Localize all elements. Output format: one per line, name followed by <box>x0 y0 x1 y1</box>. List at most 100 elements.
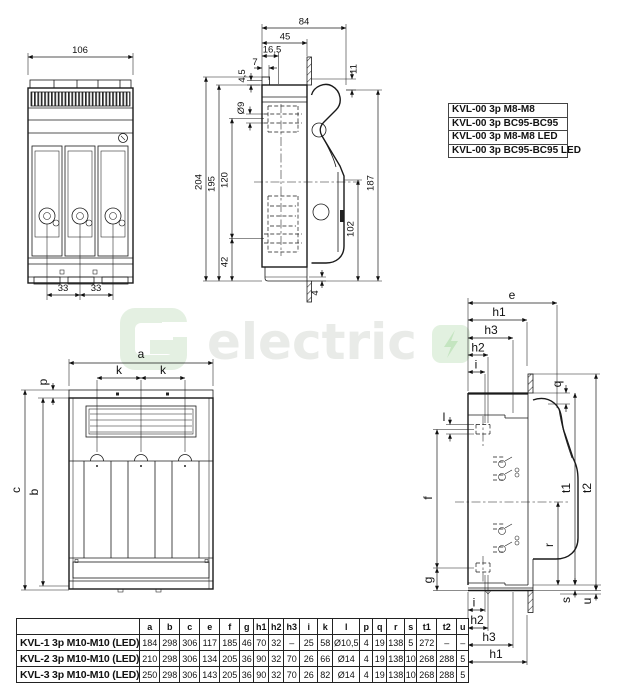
mounting-plate-top <box>527 373 534 394</box>
column-header: k <box>317 618 334 635</box>
led-window-top <box>311 122 327 138</box>
brand-logo-icon <box>120 308 187 370</box>
kvl00-side-view: 84 45 16,5 7 4,5 Ø9 <box>194 17 382 303</box>
product-variant-row: KVL-00 3p M8-M8 <box>452 104 535 115</box>
dim-value-cell: 306 <box>179 650 201 667</box>
dim-value-cell: 5 <box>404 634 418 651</box>
table-row: KVL-3 3p M10-M10 (LED) 250 298 306 143 2… <box>15 666 470 683</box>
row-label: KVL-3 3p M10-M10 (LED) <box>15 666 141 683</box>
dim-k-right: k <box>160 363 167 377</box>
dim-value-cell: 205 <box>219 650 241 667</box>
column-header: s <box>404 618 418 635</box>
dim-value-cell: 10 <box>404 650 418 667</box>
brand-lightning-icon <box>432 325 470 363</box>
column-header: g <box>239 618 255 635</box>
column-header: t1 <box>416 618 438 635</box>
product-variants-list: KVL-00 3p M8-M8 KVL-00 3p BC95-BC95 KVL-… <box>448 103 581 158</box>
dim-value-cell: 250 <box>139 666 161 683</box>
dim-e: e <box>509 288 516 302</box>
dim-value-cell: 298 <box>159 634 181 651</box>
dim-a: a <box>138 347 145 361</box>
dim-value-cell: 268 <box>416 666 438 683</box>
padlock-eye <box>118 133 128 143</box>
dim-11: 11 <box>349 64 360 74</box>
column-header: l <box>332 618 361 635</box>
dim-l: l <box>443 410 446 424</box>
column-header: p <box>359 618 374 635</box>
kvl-side-view: e h1 h3 h2 i q l f <box>421 288 601 665</box>
dim-4-5: 4,5 <box>237 69 248 82</box>
dim-33-right: 33 <box>91 283 102 294</box>
dim-h2-top: h2 <box>471 341 485 355</box>
dim-value-cell: 4 <box>359 650 374 667</box>
dim-value-cell: 138 <box>386 666 406 683</box>
dim-value-cell: Ø14 <box>332 666 361 683</box>
dim-value-cell: Ø14 <box>332 650 361 667</box>
dim-33-left: 33 <box>58 283 69 294</box>
dim-value-cell: 205 <box>219 666 241 683</box>
dim-84: 84 <box>299 17 310 28</box>
dim-value-cell: 268 <box>416 650 438 667</box>
dim-value-cell: 5 <box>456 666 470 683</box>
dim-u: u <box>580 598 594 605</box>
row-label: KVL-2 3p M10-M10 (LED) <box>15 650 141 667</box>
dim-value-cell: 70 <box>253 634 270 651</box>
handle-profile <box>310 83 345 264</box>
dim-h1-bottom: h1 <box>489 647 503 661</box>
dim-value-cell: 46 <box>239 634 255 651</box>
dim-value-cell: 10 <box>404 666 418 683</box>
dim-k-left: k <box>116 363 123 377</box>
dim-value-cell: – <box>436 634 458 651</box>
column-header: h3 <box>283 618 301 635</box>
dim-value-cell: 25 <box>299 634 319 651</box>
dim-t1: t1 <box>559 483 573 493</box>
dim-h3-bottom: h3 <box>482 630 496 644</box>
dim-f: f <box>421 496 435 500</box>
dim-value-cell: 143 <box>199 666 221 683</box>
mounting-plate-bottom <box>527 590 534 613</box>
dim-7: 7 <box>252 57 257 68</box>
dim-value-cell: 288 <box>436 650 458 667</box>
dim-value-cell: 82 <box>317 666 334 683</box>
column-header: b <box>159 618 181 635</box>
dim-value-cell: 26 <box>299 666 319 683</box>
dim-102: 102 <box>346 221 357 237</box>
dim-value-cell: 58 <box>317 634 334 651</box>
dim-120: 120 <box>220 172 231 188</box>
table-row: KVL-2 3p M10-M10 (LED) 210 298 306 134 2… <box>15 650 470 667</box>
dim-106: 106 <box>72 45 88 56</box>
column-header: f <box>219 618 241 635</box>
dim-value-cell: – <box>456 634 470 651</box>
row-label: KVL-1 3p M10-M10 (LED) <box>15 634 141 651</box>
column-header: u <box>456 618 470 635</box>
brand-watermark-text: electric <box>207 313 417 371</box>
column-header: e <box>199 618 221 635</box>
dim-187: 187 <box>366 175 377 191</box>
product-variant-row: KVL-00 3p M8-M8 LED <box>449 130 567 144</box>
table-row: KVL-1 3p M10-M10 (LED) 184 298 306 117 1… <box>15 634 470 651</box>
dim-value-cell: 32 <box>268 666 285 683</box>
dim-value-cell: 19 <box>372 634 388 651</box>
product-variant-row: KVL-00 3p BC95-BC95 <box>449 116 567 131</box>
dim-value-cell: 306 <box>179 634 201 651</box>
dim-value-cell: 90 <box>253 666 270 683</box>
dim-r: r <box>542 543 556 547</box>
dim-value-cell: 4 <box>359 634 374 651</box>
dim-h1-top: h1 <box>492 305 506 319</box>
dim-value-cell: 66 <box>317 650 334 667</box>
dim-value-cell: 288 <box>436 666 458 683</box>
dim-value-cell: 210 <box>139 650 161 667</box>
dim-value-cell: 36 <box>239 666 255 683</box>
dim-s: s <box>559 597 573 603</box>
dim-value-cell: 298 <box>159 666 181 683</box>
kvl00-front-view: 106 <box>27 45 134 300</box>
column-header: a <box>139 618 161 635</box>
dim-value-cell: 90 <box>253 650 270 667</box>
dim-q: q <box>550 381 564 388</box>
dim-16-5: 16,5 <box>263 45 282 56</box>
column-header: q <box>372 618 388 635</box>
dim-value-cell: 26 <box>299 650 319 667</box>
table-header-row: a b c e f g h1 h2 h3 i k l p q r s t1 t2… <box>15 618 470 635</box>
